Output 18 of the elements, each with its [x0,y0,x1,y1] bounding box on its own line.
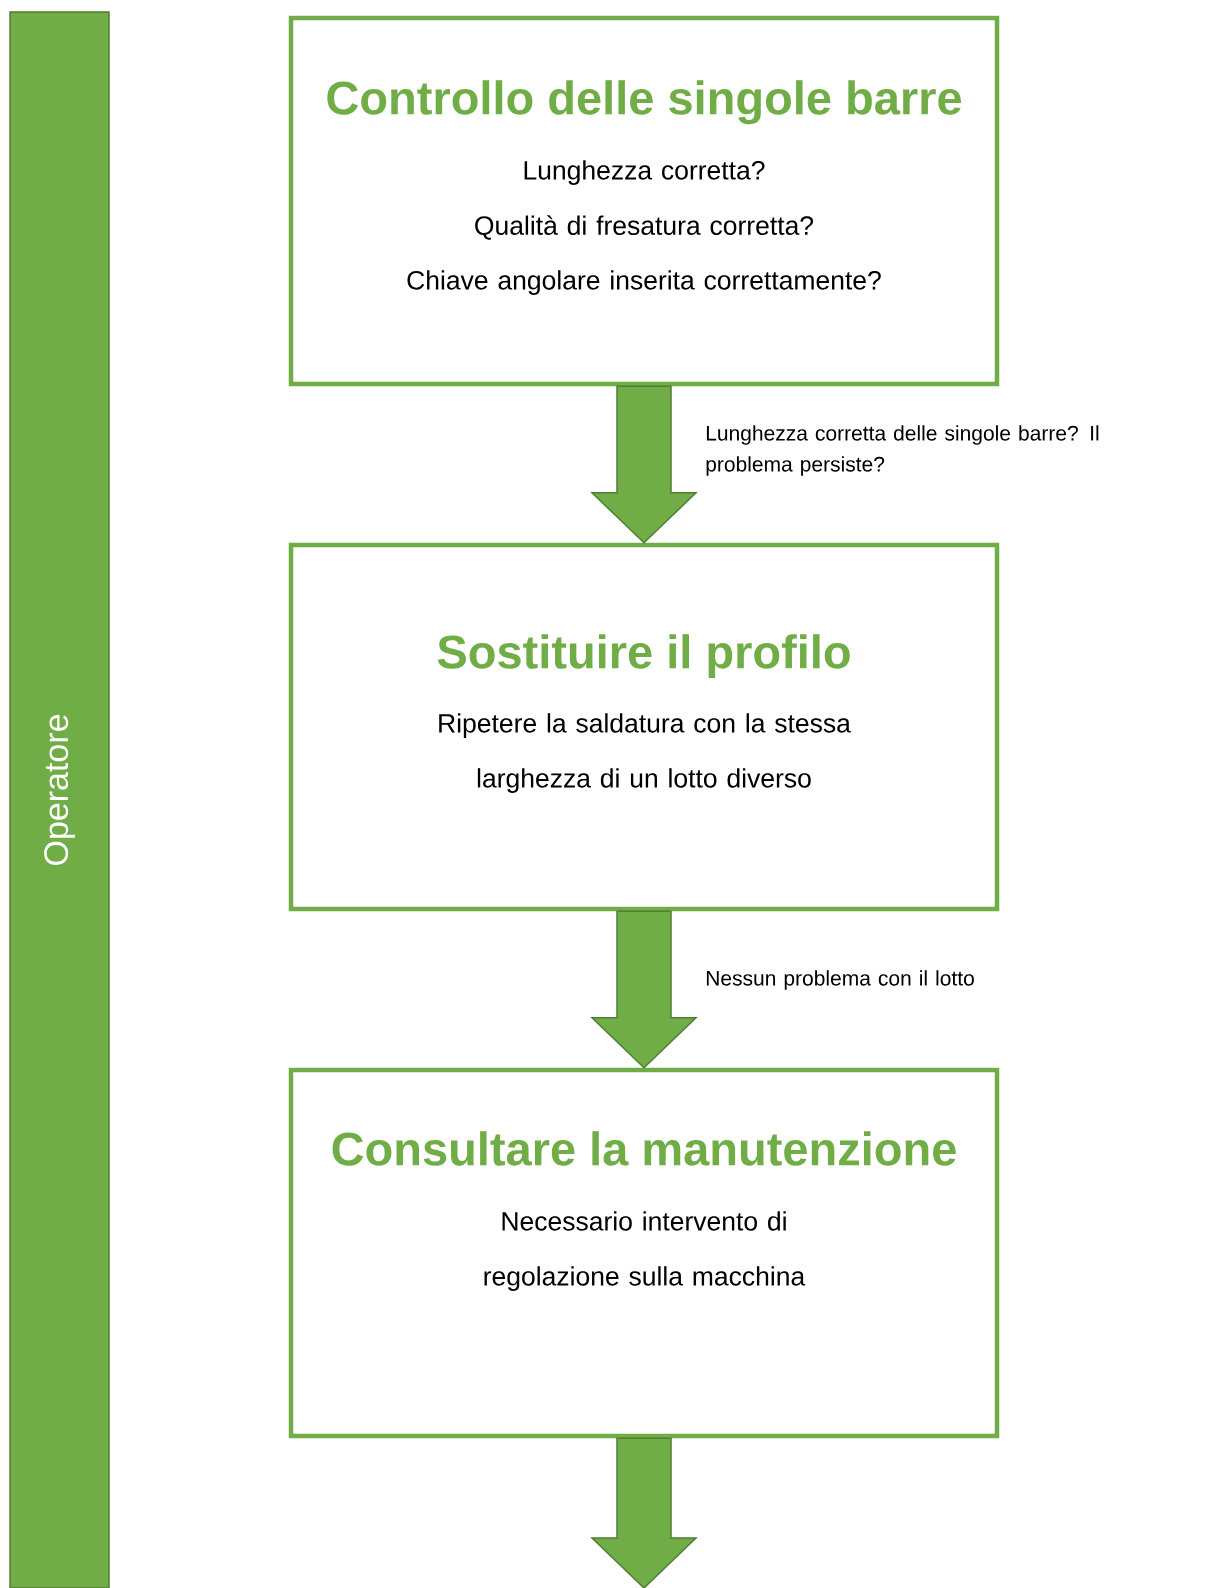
edge-label: Lunghezza corretta delle singole barre? Il problema persiste? [706,425,1099,476]
block-arrow [590,1437,698,1588]
box-heading: Controllo delle singole barre [327,80,961,125]
box-text: Ripetere la saldatura con la stessa larghezza di un lotto diverso [439,713,851,793]
process-box [288,15,1000,387]
box-heading: Consultare la manutenzione [332,1131,956,1166]
lane-label: Operatore [44,715,75,865]
process-box [288,1067,1000,1439]
process-box [288,542,1000,912]
box-text: Necessario intervento di regolazione sulla macchina [484,1211,806,1291]
edge-label: Nessun problema con il lotto [706,970,974,990]
block-arrow [590,910,698,1069]
block-arrow [590,385,698,544]
box-heading: Sostituire il profilo [437,634,850,678]
box-text: Lunghezza corretta? [524,160,765,185]
box-text: Chiave angolare inserita correttamente? [407,270,881,295]
box-text: Qualità di fresatura corretta? [475,215,814,240]
lane-band [9,11,110,1588]
